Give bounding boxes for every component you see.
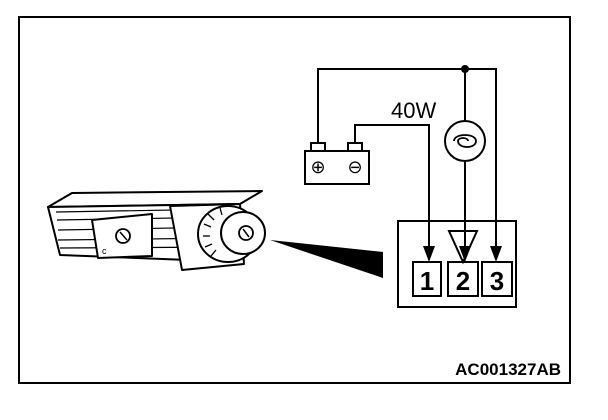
- component-label-plate: [91, 213, 153, 259]
- wires: [317, 68, 497, 248]
- battery-negative-symbol: ⊖: [347, 157, 362, 177]
- lamp-bulb-icon: [444, 120, 486, 162]
- battery-positive-symbol: ⊕: [310, 157, 325, 177]
- connector-ridges: [203, 207, 223, 257]
- wire-battery-negative: [354, 124, 430, 248]
- terminal-2-label: 2: [456, 266, 470, 296]
- switch-component: c: [47, 190, 266, 271]
- wire-junction-dot: [461, 65, 469, 73]
- pointer-wedge: [270, 240, 383, 278]
- arrow-terminal-2-icon: [459, 246, 471, 262]
- wire-junction-to-terminal-3: [465, 68, 497, 248]
- connector-face: [220, 211, 266, 255]
- lamp-filament: [453, 134, 477, 148]
- plate-symbol-icon: [115, 228, 131, 244]
- terminal-3-box: [481, 261, 513, 297]
- battery-positive-post: [310, 142, 326, 152]
- arrow-terminal-3-icon: [490, 246, 502, 262]
- arrowheads: [423, 246, 502, 262]
- battery-body: [304, 150, 370, 185]
- figure-code: AC001327AB: [455, 360, 561, 379]
- arrow-terminal-1-icon: [423, 246, 435, 262]
- test-lamp: [444, 120, 486, 162]
- plate-letter: c: [102, 246, 107, 256]
- wire-battery-positive: [317, 68, 465, 143]
- battery-negative-post: [347, 142, 363, 152]
- terminal-3-label: 3: [490, 266, 504, 296]
- terminal-1-label: 1: [420, 266, 434, 296]
- wattage-label: 40W: [391, 98, 436, 123]
- diagram-frame: [18, 16, 571, 384]
- terminal-2-box: [447, 261, 479, 297]
- connector-socket-icon: [238, 225, 254, 241]
- terminal-1-box: [412, 261, 442, 297]
- battery: [304, 142, 370, 185]
